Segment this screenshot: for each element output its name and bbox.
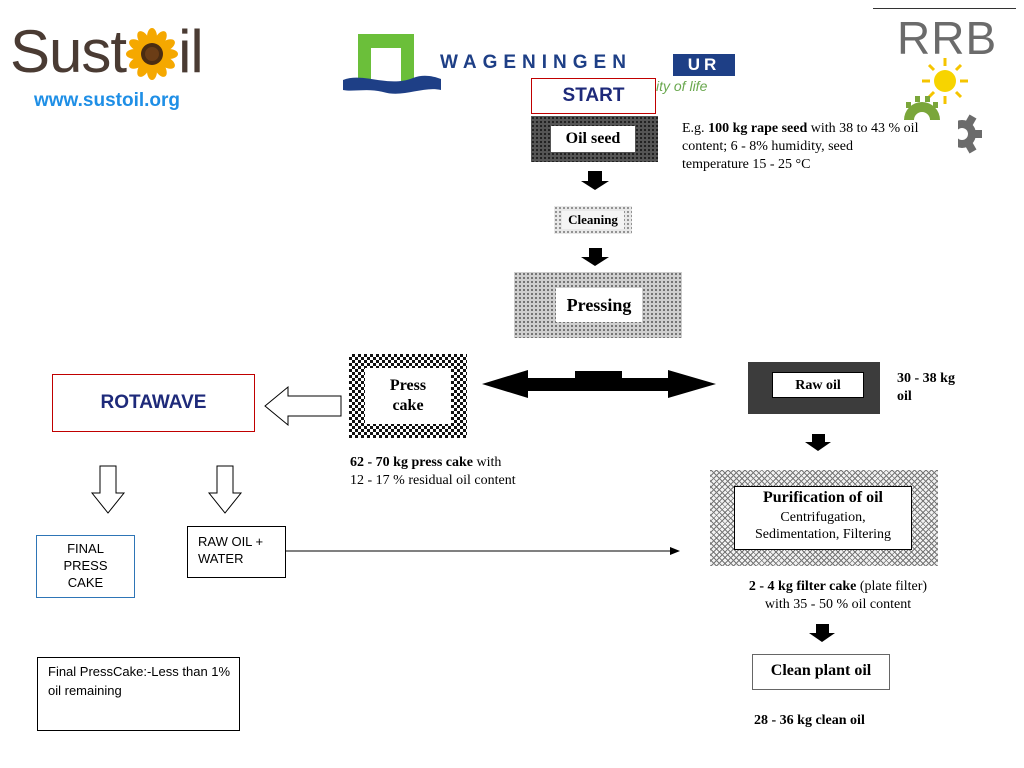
oil-seed-note-rest: with 38 to 43 % oil [807,121,919,136]
final-press-cake-line3: CAKE [67,575,104,590]
pressing-label: Pressing [556,288,642,322]
filter-cake-note-bold: 2 - 4 kg filter cake [748,579,857,594]
line-arrowhead-icon [670,547,680,555]
sustoil-logo: Sust il [10,18,204,85]
clean-plant-oil-box: Clean plant oil [752,654,890,690]
green-gear-icon [904,96,940,120]
oil-seed-label: Oil seed [551,126,635,152]
purification-box: Purification of oil Centrifugation, Sedi… [710,470,938,566]
oil-seed-note-line2: content; 6 - 8% humidity, seed [682,139,853,154]
press-cake-label-line1: Press [389,377,427,394]
press-cake-note-rest: with [473,455,502,470]
press-cake-label-line2: cake [392,397,424,414]
hollow-arrow-left-icon [264,385,342,427]
oil-seed-note: E.g. 100 kg rape seed with 38 to 43 % oi… [682,120,952,174]
cleaning-label: Cleaning [562,211,624,229]
wageningen-tagline: ity of life [656,78,708,94]
arrow-down-icon [809,624,835,642]
wageningen-wordmark: WAGENINGEN [440,52,632,73]
sustoil-logo-text-right: il [178,18,204,85]
raw-oil-label: Raw oil [772,372,864,398]
hollow-arrow-down-icon [90,465,126,514]
rrb-divider [873,8,1016,9]
press-cake-box: Press cake [349,354,467,438]
oil-seed-note-prefix: E.g. [682,121,709,136]
press-cake-note-bold: 62 - 70 kg press cake [350,455,474,470]
pressing-box: Pressing [514,272,682,338]
filter-cake-note: 2 - 4 kg filter cake (plate filter) with… [733,578,943,614]
press-cake-note: 62 - 70 kg press cake with 12 - 17 % res… [350,454,550,490]
cleaning-box: Cleaning [554,206,632,234]
raw-oil-box: Raw oil [748,362,880,414]
rotawave-box: ROTAWAVE [52,374,255,432]
rrb-logo-text: RRB [897,12,998,64]
raw-oil-amount-line1: 30 - 38 kg [897,371,955,386]
sunflower-icon [126,28,179,80]
arrow-down-icon [581,248,609,266]
arrow-down-icon [805,434,831,451]
final-press-cake-box: FINAL PRESS CAKE [36,535,135,598]
wageningen-logo-icon [343,34,441,94]
raw-oil-water-line1: RAW OIL + [198,534,264,549]
hollow-arrow-down-icon [207,465,243,514]
oil-seed-note-line3: temperature 15 - 25 °C [682,157,811,172]
raw-oil-water-box: RAW OIL + WATER [187,526,286,578]
grey-gear-icon [950,112,982,156]
sustoil-logo-text-left: Sust [10,18,127,85]
final-press-cake-line1: FINAL [67,541,104,556]
final-press-cake-line2: PRESS [63,558,108,573]
arrow-down-icon [581,171,609,190]
clean-plant-oil-label: Clean plant oil [761,657,881,685]
raw-oil-water-line2: WATER [198,551,244,566]
purification-label: Purification of oil Centrifugation, Sedi… [734,486,912,550]
double-arrow-icon [482,370,716,398]
filter-cake-note-line2: with 35 - 50 % oil content [764,597,912,612]
sun-icon [922,58,968,104]
purification-line2: Sedimentation, Filtering [754,527,892,542]
final-press-cake-note: Final PressCake:-Less than 1% oil remain… [37,657,240,731]
oil-seed-note-bold: 100 kg rape seed [708,121,808,136]
raw-oil-amount: 30 - 38 kg oil [897,370,977,406]
raw-oil-amount-line2: oil [897,389,912,404]
purification-line1: Centrifugation, [780,510,866,525]
press-cake-note-line2: 12 - 17 % residual oil content [350,473,516,488]
purification-title: Purification of oil [763,489,883,506]
sustoil-url[interactable]: www.sustoil.org [34,90,181,111]
oil-seed-box: Oil seed [531,116,658,162]
wageningen-ur-badge: UR [673,54,735,76]
clean-oil-amount: 28 - 36 kg clean oil [754,713,865,728]
start-box: START [531,78,656,114]
press-cake-label: Press cake [365,368,451,424]
filter-cake-note-rest: (plate filter) [856,579,928,594]
